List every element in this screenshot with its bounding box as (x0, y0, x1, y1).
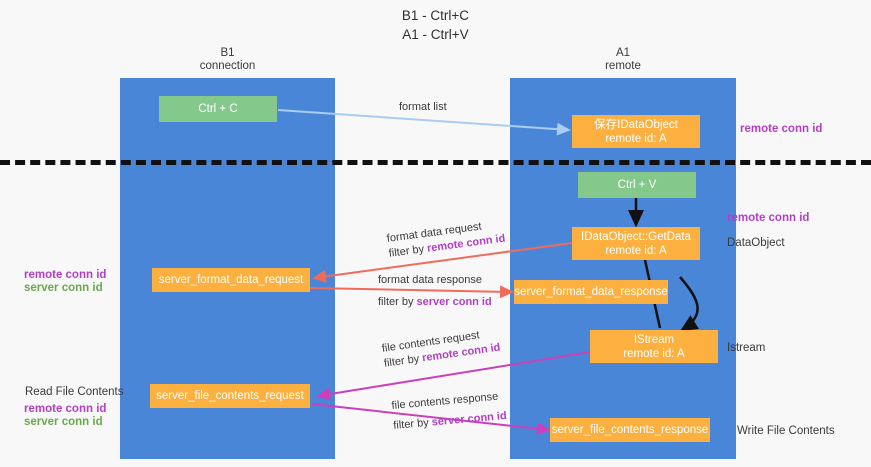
box-istream[interactable]: IStream remote id: A (590, 330, 718, 363)
box-ctrl-c[interactable]: Ctrl + C (159, 96, 277, 122)
box-server-file-contents-request-label: server_file_contents_request (156, 390, 304, 402)
left-label-read-file-contents: Read File Contents (25, 386, 124, 398)
filter-prefix: filter by (378, 296, 417, 308)
box-ctrl-c-label: Ctrl + C (198, 103, 238, 115)
box-server-format-data-request-label: server_format_data_request (158, 274, 304, 286)
left-label-remote-conn-id-2: remote conn id (24, 403, 107, 415)
box-ctrl-v-label: Ctrl + V (617, 179, 657, 191)
box-server-file-contents-response[interactable]: server_file_contents_response (550, 418, 710, 442)
right-label-dataobject: DataObject (727, 237, 785, 249)
box-istream-line2: remote id: A (623, 347, 685, 360)
box-idataobject-getdata-line1: IDataObject::GetData (581, 230, 691, 243)
right-label-istream: Istream (727, 342, 766, 354)
filter-prefix: filter by (388, 242, 428, 260)
edge-label-file-contents-request: file contents request filter by remote c… (381, 326, 501, 372)
box-save-idataobject[interactable]: 保存IDataObject remote id: A (572, 115, 700, 148)
right-label-write-file-contents: Write File Contents (737, 425, 835, 437)
lane-title-a1: A1 remote (605, 47, 641, 72)
box-server-file-contents-response-label: server_file_contents_response (551, 424, 709, 436)
box-istream-line1: IStream (633, 333, 675, 346)
filter-tag-server-conn-id: server conn id (416, 296, 492, 308)
lane-title-b1: B1 connection (199, 47, 256, 72)
box-ctrl-v[interactable]: Ctrl + V (578, 172, 696, 198)
box-idataobject-getdata-line2: remote id: A (605, 244, 667, 257)
box-server-format-data-response[interactable]: server_format_data_response (514, 280, 668, 304)
box-server-file-contents-request[interactable]: server_file_contents_request (150, 384, 310, 408)
box-server-format-data-response-label: server_format_data_response (514, 286, 668, 298)
left-label-server-conn-id-2: server conn id (24, 416, 103, 428)
right-label-remote-conn-id-top: remote conn id (740, 123, 823, 135)
box-idataobject-getdata[interactable]: IDataObject::GetData remote id: A (572, 227, 700, 260)
right-label-remote-conn-id-mid: remote conn id (727, 212, 810, 224)
edge-label-file-contents-response-filter: filter by server conn id (393, 409, 508, 434)
phase-separator (0, 160, 871, 165)
filter-prefix: filter by (383, 352, 424, 370)
page-title: B1 - Ctrl+C A1 - Ctrl+V (401, 8, 470, 42)
edge-label-format-data-response: format data response filter by server co… (378, 273, 492, 310)
box-server-format-data-request[interactable]: server_format_data_request (152, 268, 310, 292)
filter-tag-server-conn-id: server conn id (431, 410, 508, 429)
box-save-idataobject-line1: 保存IDataObject (594, 118, 678, 131)
edge-label-format-list: format list (399, 101, 447, 113)
filter-prefix: filter by (392, 416, 433, 432)
left-label-server-conn-id: server conn id (24, 282, 103, 294)
edge-label-format-data-request: format data request filter by remote con… (386, 217, 506, 262)
box-save-idataobject-line2: remote id: A (605, 132, 667, 145)
edge-label-format-data-response-filter: filter by server conn id (378, 295, 492, 310)
edge-label-file-contents-response: file contents response filter by server … (391, 389, 507, 434)
edge-label-format-data-response-text: format data response (378, 274, 482, 286)
left-label-remote-conn-id: remote conn id (24, 269, 107, 281)
